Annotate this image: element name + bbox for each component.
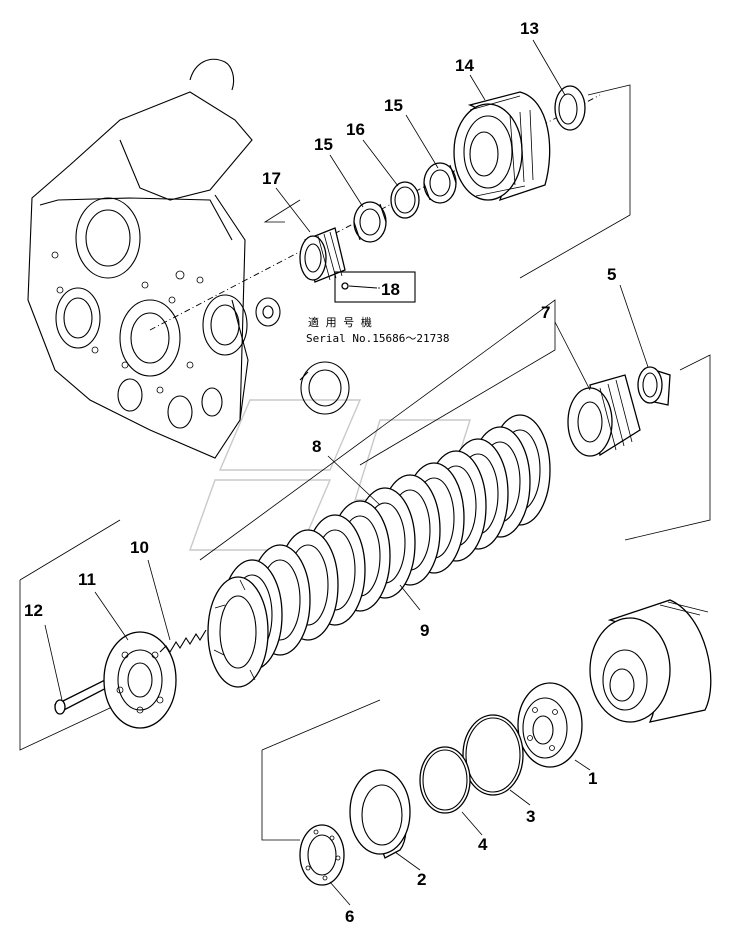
label-8: 8 bbox=[312, 437, 321, 456]
label-11: 11 bbox=[78, 570, 96, 589]
clutch-plate-stack bbox=[207, 414, 551, 688]
label-18: 18 bbox=[381, 280, 400, 299]
label-12: 12 bbox=[24, 601, 43, 620]
part-10-spring bbox=[159, 629, 207, 654]
part-11-retainer-plate bbox=[103, 631, 177, 729]
part-15-bearing-upper bbox=[423, 162, 457, 204]
part-1-piston bbox=[517, 682, 583, 768]
part-14-gear-carrier bbox=[453, 91, 551, 202]
label-1: 1 bbox=[588, 769, 597, 788]
part-6-plate bbox=[299, 824, 345, 886]
part-7-hub-gear bbox=[567, 374, 641, 457]
label-13: 13 bbox=[520, 19, 539, 38]
serial-applicability-note: 適 用 号 機 Serial No.15686～21738 bbox=[306, 315, 449, 345]
label-2: 2 bbox=[417, 870, 426, 889]
part-18-detail-box bbox=[334, 271, 416, 303]
label-4: 4 bbox=[478, 835, 488, 854]
label-6: 6 bbox=[345, 907, 354, 926]
label-15-upper: 15 bbox=[384, 96, 403, 115]
part-5-bearing-ring bbox=[637, 366, 671, 406]
part-17-needle-bearing bbox=[299, 227, 346, 283]
label-5: 5 bbox=[607, 265, 616, 284]
label-7: 7 bbox=[541, 303, 550, 322]
label-14: 14 bbox=[455, 56, 474, 75]
part-labels: 13 14 15 16 15 17 18 5 7 8 9 10 11 12 1 … bbox=[24, 19, 616, 926]
label-17: 17 bbox=[262, 169, 281, 188]
note-line-2: Serial No.15686～21738 bbox=[306, 332, 449, 345]
upper-clutch-group bbox=[149, 84, 631, 331]
part-15-bearing-lower bbox=[353, 201, 387, 243]
label-15-lower: 15 bbox=[314, 135, 333, 154]
label-3: 3 bbox=[526, 807, 535, 826]
clutch-drum bbox=[589, 599, 712, 723]
label-9: 9 bbox=[420, 621, 429, 640]
part-2-retainer bbox=[349, 769, 411, 859]
note-line-1: 適 用 号 機 bbox=[308, 315, 372, 329]
leader-lines bbox=[44, 39, 649, 906]
part-16-snap-ring bbox=[390, 181, 420, 219]
middle-clutch-group bbox=[199, 299, 711, 688]
label-16: 16 bbox=[346, 120, 365, 139]
lower-right-group bbox=[261, 599, 712, 886]
part-13-seal-ring bbox=[554, 85, 586, 131]
part-3-seal-ring bbox=[462, 714, 524, 796]
lower-left-group bbox=[19, 519, 207, 751]
label-10: 10 bbox=[130, 538, 149, 557]
transmission-case bbox=[27, 58, 350, 459]
part-4-seal-ring bbox=[419, 746, 471, 814]
